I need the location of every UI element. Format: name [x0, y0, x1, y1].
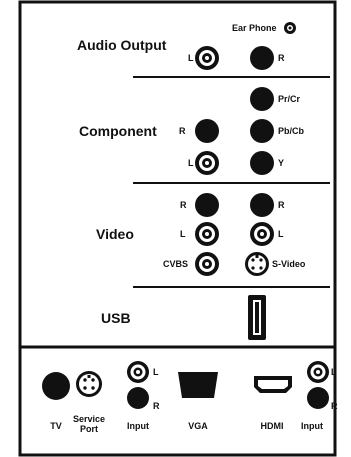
- earphone-jack: [284, 22, 296, 34]
- component-r-label: R: [179, 126, 186, 136]
- video-1-r-jack: [195, 193, 219, 217]
- s-video-label: S-Video: [272, 259, 306, 269]
- video-2-l-label: L: [278, 229, 284, 239]
- hdmi-label: HDMI: [260, 421, 284, 431]
- component-pb-jack: [250, 119, 274, 143]
- s-video-port: [245, 252, 269, 276]
- audio-r-label: R: [278, 53, 285, 63]
- video-1-r-label: R: [180, 200, 187, 210]
- cvbs-rca: [195, 252, 219, 276]
- video-1-l-label: L: [180, 229, 186, 239]
- service-port-label: Service Port: [73, 414, 106, 435]
- component-y-jack: [250, 151, 274, 175]
- cvbs-label: CVBS: [163, 259, 189, 269]
- service-port: [76, 371, 102, 397]
- video-2-r-label: R: [278, 200, 285, 210]
- input-1-l-rca: [127, 361, 149, 383]
- ear-phone-label: Ear Phone: [232, 23, 277, 33]
- input-2-l-rca: [307, 361, 329, 383]
- tv-label: TV: [50, 421, 62, 431]
- input-2-l-label: L: [331, 367, 337, 377]
- audio-out-r-jack: [250, 46, 274, 70]
- usb-port: [248, 295, 266, 340]
- y-label: Y: [278, 158, 285, 168]
- component-l-label: L: [188, 158, 194, 168]
- audio-l-label: L: [188, 53, 194, 63]
- input-1-r-label: R: [153, 401, 160, 411]
- component-audio-l-rca: [195, 151, 219, 175]
- component-label: Component: [79, 123, 157, 139]
- input-1-r-jack: [127, 387, 149, 409]
- input-2-r-label: R: [331, 401, 338, 411]
- audio-output-label: Audio Output: [77, 37, 167, 53]
- vga-port: [178, 372, 218, 398]
- input-2-label: Input: [301, 421, 323, 431]
- hdmi-port: [254, 376, 292, 393]
- pb-cb-label: Pb/Cb: [278, 126, 304, 136]
- component-pr-jack: [250, 87, 274, 111]
- tv-antenna-jack: [42, 372, 70, 400]
- panel-frame: [18, 0, 337, 457]
- video-label: Video: [96, 226, 134, 242]
- input-1-l-label: L: [153, 367, 159, 377]
- video-2-l-rca: [250, 222, 274, 246]
- video-2-r-jack: [250, 193, 274, 217]
- usb-label: USB: [101, 310, 131, 326]
- pr-cr-label: Pr/Cr: [278, 94, 301, 104]
- input-1-label: Input: [127, 421, 149, 431]
- input-2-r-jack: [307, 387, 329, 409]
- vga-label: VGA: [188, 421, 208, 431]
- audio-out-l-rca: [195, 46, 219, 70]
- component-audio-r-jack: [195, 119, 219, 143]
- video-1-l-rca: [195, 222, 219, 246]
